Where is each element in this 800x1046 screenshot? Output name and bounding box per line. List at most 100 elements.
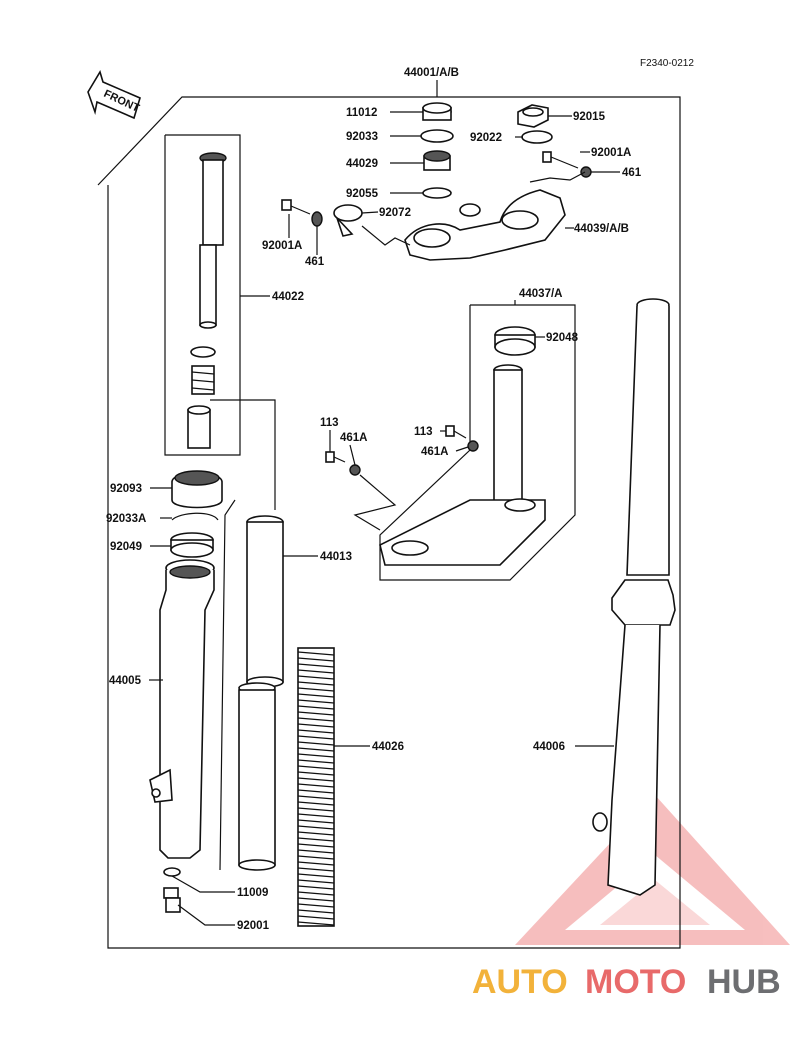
guide-line-stem (353, 474, 397, 531)
outer-tube-44005 (149, 559, 215, 859)
watermark-text: AUTO MOTO HUB (472, 963, 781, 1001)
watermark-auto: AUTO (472, 963, 568, 1001)
label-11012: 11012 (346, 107, 377, 119)
spring-coil (297, 735, 335, 740)
spring-coil (297, 843, 335, 848)
spring-coil (297, 855, 335, 860)
label-44026: 44026 (372, 741, 404, 753)
washer-461-left (311, 211, 323, 227)
spring-coil (297, 675, 335, 680)
spring-coil (297, 849, 335, 854)
spring-coil (297, 885, 335, 890)
clamp-92072 (333, 204, 363, 237)
spring-coil (297, 795, 335, 800)
spring-coil (297, 669, 335, 674)
spring-coil (297, 753, 335, 758)
upper-bracket-44039 (404, 189, 566, 261)
fork-spring-44026 (297, 647, 335, 927)
label-461-right: 461 (622, 167, 642, 179)
spring-coil (297, 921, 335, 926)
label-92001A-left: 92001A (262, 240, 302, 252)
label-44013: 44013 (320, 551, 352, 563)
adjuster-44029 (423, 150, 451, 171)
gasket-11009 (163, 867, 181, 877)
label-44037: 44037/A (519, 288, 562, 300)
spring-coil (297, 873, 335, 878)
label-44022: 44022 (272, 291, 304, 303)
spring-coil (297, 825, 335, 830)
spring-coil (297, 807, 335, 812)
bolt-113-left (325, 451, 346, 463)
washer-461A-right (467, 440, 479, 452)
spring-coil (297, 903, 335, 908)
label-44001: 44001/A/B (404, 67, 459, 79)
spring-coil (297, 771, 335, 776)
rebound-spring (191, 365, 215, 395)
label-92001A-right: 92001A (591, 147, 631, 159)
front-arrow: FRONT (87, 70, 141, 120)
spring-coil (297, 651, 335, 656)
spring-coil (297, 705, 335, 710)
o-ring-92055 (422, 187, 452, 199)
retaining-ring-92033A (171, 512, 219, 521)
spring-coil (297, 891, 335, 896)
guide-line-outer (219, 499, 236, 871)
spring-coil (297, 879, 335, 884)
spring-coil (297, 789, 335, 794)
label-113-left: 113 (320, 417, 339, 429)
spring-coil (297, 777, 335, 782)
oil-seal-92049 (170, 532, 214, 558)
spring-coil (297, 765, 335, 770)
label-11009: 11009 (237, 887, 268, 899)
label-461-left: 461 (305, 256, 325, 268)
label-92049: 92049 (110, 541, 142, 553)
bolt-92001 (163, 887, 181, 913)
inner-tube-44013 (238, 515, 284, 871)
stem-nut-92015 (517, 104, 549, 128)
label-92048: 92048 (546, 332, 579, 344)
label-92055: 92055 (346, 188, 379, 200)
spring-coil (297, 783, 335, 788)
label-44005: 44005 (109, 675, 142, 687)
spring-coil (297, 711, 335, 716)
label-44029: 44029 (346, 158, 378, 170)
label-461A-left: 461A (340, 432, 368, 444)
assembly-border (97, 96, 681, 949)
fork-assembly-44006 (592, 298, 676, 896)
leader-lines (149, 80, 620, 926)
guide-line-rod (210, 399, 276, 510)
label-461A-right: 461A (421, 446, 449, 458)
spring-coil (297, 897, 335, 902)
bolt-92001A-left (281, 199, 311, 215)
inner-assembly-box (164, 134, 241, 456)
spring-coil (297, 693, 335, 698)
o-ring-92033 (420, 129, 454, 143)
spring-coil (297, 687, 335, 692)
bolt-113-right (445, 425, 467, 439)
spring-coil (297, 867, 335, 872)
guide-line-upper-left (361, 225, 411, 246)
oil-lock-piece (187, 405, 211, 449)
label-92001: 92001 (237, 920, 270, 932)
label-92022: 92022 (470, 132, 502, 144)
label-92033: 92033 (346, 131, 378, 143)
spring-coil (297, 831, 335, 836)
spring-coil (297, 723, 335, 728)
spring-coil (297, 909, 335, 914)
diagram-code: F2340-0212 (640, 58, 694, 69)
watermark-hub: HUB (707, 963, 781, 1001)
label-92093: 92093 (110, 483, 142, 495)
washer-92022 (521, 130, 553, 144)
spring-coil (297, 741, 335, 746)
spring-coil (297, 729, 335, 734)
spring-coil (297, 759, 335, 764)
label-92072: 92072 (379, 207, 411, 219)
spring-coil (297, 813, 335, 818)
spring-coil (297, 861, 335, 866)
spring-coil (297, 681, 335, 686)
fork-cap-11012 (422, 102, 452, 121)
label-44039: 44039/A/B (574, 223, 629, 235)
spring-coil (297, 801, 335, 806)
guide-line-upper-right (529, 171, 586, 183)
